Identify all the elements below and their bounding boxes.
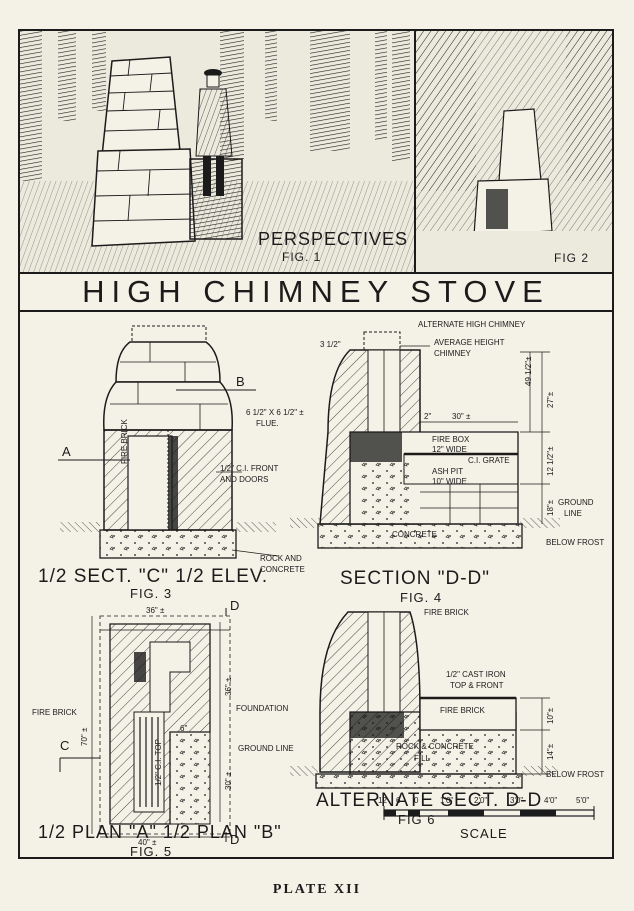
fig5-dim-36h: 36" ± xyxy=(224,677,233,696)
fig6-drawing xyxy=(290,611,558,789)
scale-tick-1: 6 xyxy=(396,796,401,805)
fig5-foundation: FOUNDATION xyxy=(236,704,289,713)
fig5-section-d-top: D xyxy=(230,598,240,613)
fig3-ci-front: 1/2" C.I. FRONT xyxy=(220,464,279,473)
fig4-ash-pit: ASH PIT xyxy=(432,467,464,476)
fig4-caption: SECTION "D-D" xyxy=(340,568,490,589)
fig4-ground: GROUND xyxy=(558,498,594,507)
fig4-avg-height: AVERAGE HEIGHT xyxy=(434,338,505,347)
fig4-dim-2: 2" xyxy=(424,412,432,421)
plate-title: HIGH CHIMNEY STOVE xyxy=(20,272,612,312)
scale-bar xyxy=(383,806,595,820)
fig4-drawing xyxy=(290,331,560,549)
fig3-drawing xyxy=(58,325,279,559)
fig3-label: FIG. 3 xyxy=(130,586,173,601)
fig4-dim-3half: 3 1/2" xyxy=(320,340,341,349)
fig6-dim-14: 14"± xyxy=(546,743,555,760)
fig6-caption: ALTERNATE SECT. D-D xyxy=(316,790,543,811)
fig5-drawing xyxy=(59,608,231,842)
section-b-label: B xyxy=(236,374,245,389)
fig5-dim-30: 30" ± xyxy=(224,771,233,790)
scale-tick-7: 5'0" xyxy=(576,796,590,805)
fig3-caption: 1/2 SECT. "C" 1/2 ELEV. xyxy=(38,566,269,587)
fig5-dim-70: 70" ± xyxy=(80,727,89,746)
fig4-dim-27: 27"± xyxy=(546,391,555,408)
fig6-top-front: TOP & FRONT xyxy=(450,681,504,690)
scale-tick-4: 2'0" xyxy=(474,796,488,805)
fig3-flue: FLUE. xyxy=(256,419,279,428)
fig6-rock-concrete: ROCK & CONCRETE xyxy=(396,742,474,751)
fig6-cast-iron: 1/2" CAST IRON xyxy=(446,670,506,679)
scale-tick-5: 3'0" xyxy=(510,796,524,805)
fig4-label: FIG. 4 xyxy=(400,590,443,605)
technical-drawings xyxy=(58,325,595,842)
fig4-fire-box: FIRE BOX xyxy=(432,435,470,444)
perspectives-heading: PERSPECTIVES xyxy=(258,229,409,249)
fig5-ground-line: GROUND LINE xyxy=(238,744,294,753)
fig5-fire-brick: FIRE BRICK xyxy=(32,708,77,717)
fig4-ci-grate: C.I. GRATE xyxy=(468,456,510,465)
fig5-dim-36w: 36" ± xyxy=(146,606,165,615)
fig6-fire-brick-inner: FIRE BRICK xyxy=(440,706,485,715)
fig5-ci-top: 1/2" C.I. TOP xyxy=(154,738,163,786)
fig6-dim-10: 10"± xyxy=(546,707,555,724)
fig4-dim-12: 12 1/2"± xyxy=(546,446,555,476)
fig1-label: FIG. 1 xyxy=(282,250,322,264)
section-a-label: A xyxy=(62,444,71,459)
fig4-alt-chimney: ALTERNATE HIGH CHIMNEY xyxy=(418,320,526,329)
fig6-fill: FILL xyxy=(414,754,431,763)
fig4-line: LINE xyxy=(564,509,582,518)
fig4-fire-box-width: 12" WIDE xyxy=(432,445,467,454)
fig5-section-c: C xyxy=(60,738,70,753)
fig4-dim-30: 30" ± xyxy=(452,412,471,421)
fig3-rock: ROCK AND xyxy=(260,554,302,563)
perspective-fig2: FIG 2 xyxy=(416,31,612,272)
fig6-below-frost: BELOW FROST xyxy=(546,770,605,779)
fig3-and-doors: AND DOORS xyxy=(220,475,269,484)
perspective-fig1: PERSPECTIVES FIG. 1 xyxy=(20,31,416,272)
fig2-label: FIG 2 xyxy=(554,251,590,265)
fig2-sketch xyxy=(416,31,612,272)
fig4-below-frost: BELOW FROST xyxy=(546,538,605,547)
fig5-caption: 1/2 PLAN "A" 1/2 PLAN "B" xyxy=(38,822,282,842)
fig1-sketch xyxy=(20,31,414,272)
fig3-fire-brick: FIRE BRICK xyxy=(120,419,129,464)
plate-frame: PERSPECTIVES FIG. 1 FIG 2 HIGH CHIMNEY S… xyxy=(18,29,614,859)
fig4-ash-pit-width: 10" WIDE xyxy=(432,477,467,486)
fig3-concrete: CONCRETE xyxy=(260,565,305,574)
scale-tick-3: 1'0" xyxy=(440,796,454,805)
plate-caption: PLATE XII xyxy=(272,882,362,897)
fig4-dim-49: 49 1/2"± xyxy=(524,356,533,386)
fig4-chimney: CHIMNEY xyxy=(434,349,471,358)
fig4-concrete: CONCRETE xyxy=(392,530,437,539)
scale-tick-0: 12 xyxy=(378,796,387,805)
scale-tick-6: 4'0" xyxy=(544,796,558,805)
fig3-flue-size: 6 1/2" X 6 1/2" ± xyxy=(246,408,304,417)
fig5-dim-6: 6" xyxy=(180,724,188,733)
fig5-section-d-bottom: D xyxy=(230,832,240,847)
fig6-fire-brick-top: FIRE BRICK xyxy=(424,608,469,617)
fig6-label: FIG 6 xyxy=(398,812,436,827)
scale-tick-2: 0 xyxy=(414,796,419,805)
scale-label: SCALE xyxy=(460,826,508,841)
fig4-dim-18: 18"± xyxy=(546,499,555,516)
fig5-label: FIG. 5 xyxy=(130,844,173,859)
fig5-dim-40: 40" ± xyxy=(138,838,157,847)
drawings-area: A B FIRE BRICK 1/2" C.I. FRONT AND DOORS… xyxy=(20,312,612,859)
